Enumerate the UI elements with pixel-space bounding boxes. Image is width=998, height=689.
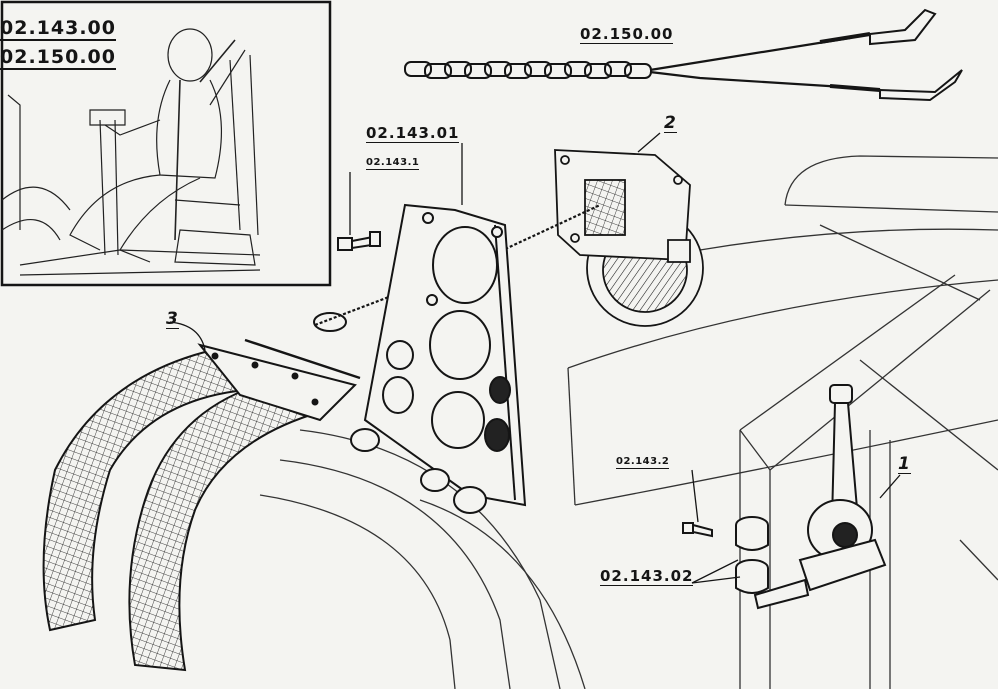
harness-straps (42, 338, 361, 672)
wheel-outline (259, 429, 586, 689)
tube-clamps (735, 516, 769, 594)
bolt-lever (682, 522, 713, 538)
inset-code-2: 02.150.00 (0, 46, 116, 70)
chain-links (404, 61, 652, 79)
bolt-small (337, 231, 381, 251)
label-02-143-2: 02.143.2 (616, 456, 670, 469)
callout-1: 1 (898, 454, 911, 474)
label-02-150-00: 02.150.00 (580, 25, 674, 44)
callout-2: 2 (664, 113, 677, 133)
inset-code-1: 02.143.00 (0, 17, 116, 41)
inset-panel (0, 0, 332, 287)
mounting-plate (350, 203, 527, 514)
label-02-143-01: 02.143.01 (366, 124, 460, 143)
chain-assembly (404, 8, 963, 102)
callout-3: 3 (166, 309, 179, 329)
label-02-143-1: 02.143.1 (366, 157, 420, 170)
label-02-143-02: 02.143.02 (600, 567, 694, 586)
leader-lines (169, 132, 901, 584)
release-lever (753, 384, 887, 610)
spring-drum (554, 149, 704, 327)
